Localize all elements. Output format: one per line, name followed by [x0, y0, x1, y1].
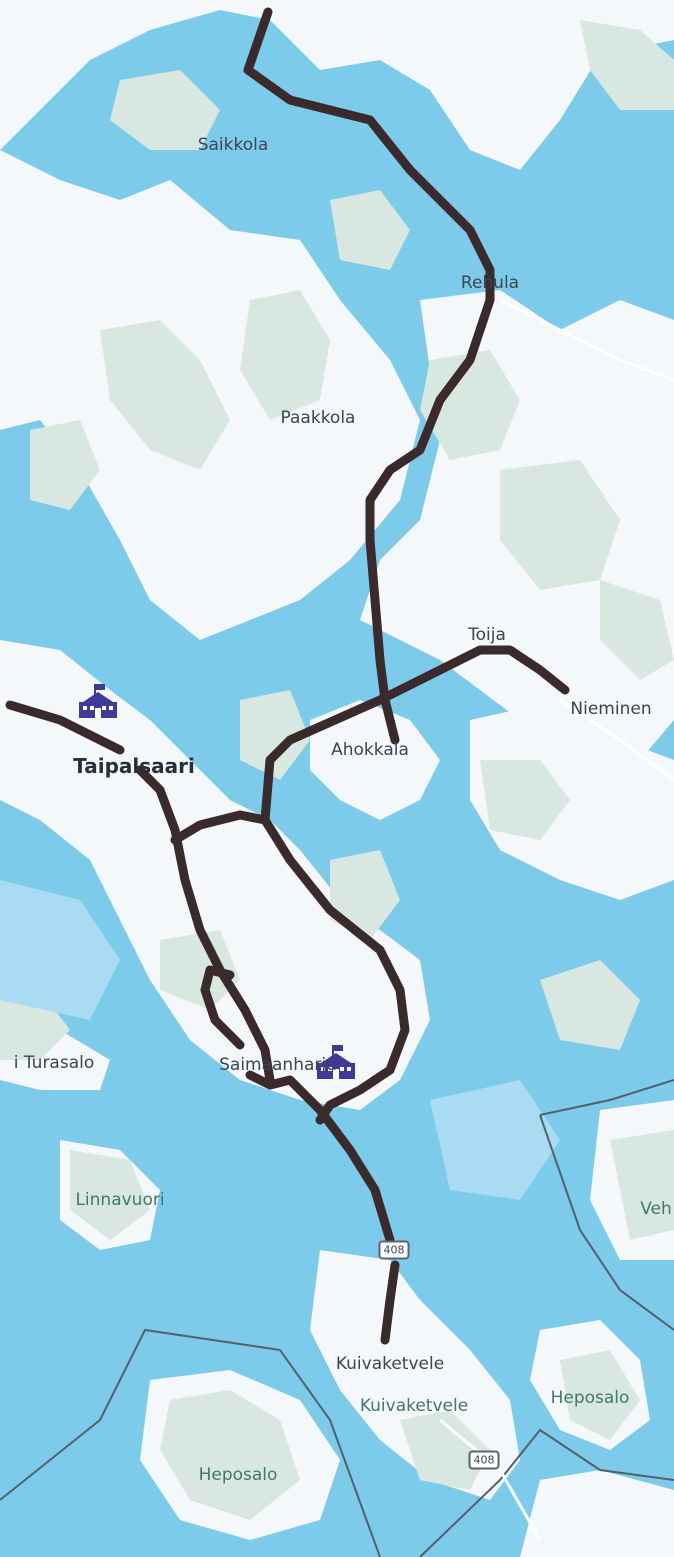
school-icon-graphic: [79, 684, 117, 718]
place-label-ahokkala[interactable]: Ahokkala: [331, 740, 409, 760]
place-label-rehula[interactable]: Rehula: [460, 273, 520, 293]
municipal-boundary: [0, 1079, 674, 1557]
place-label-kuivaketvele-village[interactable]: Kuivaketvele: [335, 1354, 445, 1374]
road-toija-segment: [260, 645, 570, 825]
place-label-heposalo-east[interactable]: Heposalo: [550, 1388, 630, 1408]
road-east-loop: [170, 810, 410, 1125]
minor-roads: [439, 298, 674, 1541]
place-label-toija[interactable]: Toija: [468, 625, 506, 645]
forest-layer: [0, 20, 674, 1520]
road-north-segment: [243, 7, 495, 745]
road-number-shield: 408: [468, 1450, 500, 1470]
place-label-turasalo[interactable]: i Turasalo: [13, 1053, 95, 1073]
road-number-shield: 408: [378, 1240, 410, 1260]
place-label-kuivaketvele-island[interactable]: Kuivaketvele: [359, 1396, 469, 1416]
road-kuivaketvele-segment: [380, 1260, 400, 1345]
school-icon-graphic: [317, 1045, 355, 1079]
light-water-layer: [0, 880, 560, 1200]
road-south-408: [315, 1105, 395, 1245]
road-network: [5, 7, 570, 1345]
place-label-veh[interactable]: Veh: [640, 1199, 672, 1219]
place-label-saikkola[interactable]: Saikkola: [197, 135, 269, 155]
road-west-loop: [135, 765, 275, 1085]
place-label-saimaanharju[interactable]: Saimaanharju: [219, 1055, 337, 1075]
place-label-linnavuori[interactable]: Linnavuori: [75, 1190, 165, 1210]
road-saimaanharju-junction: [245, 1070, 325, 1115]
road-hook: [200, 965, 245, 1050]
place-label-nieminen[interactable]: Nieminen: [570, 699, 652, 719]
road-taipalsaari-segment: [5, 700, 125, 755]
place-label-paakkola[interactable]: Paakkola: [280, 408, 356, 428]
place-label-taipalsaari[interactable]: Taipalsaari: [73, 754, 195, 778]
place-label-heposalo-west[interactable]: Heposalo: [198, 1465, 278, 1485]
